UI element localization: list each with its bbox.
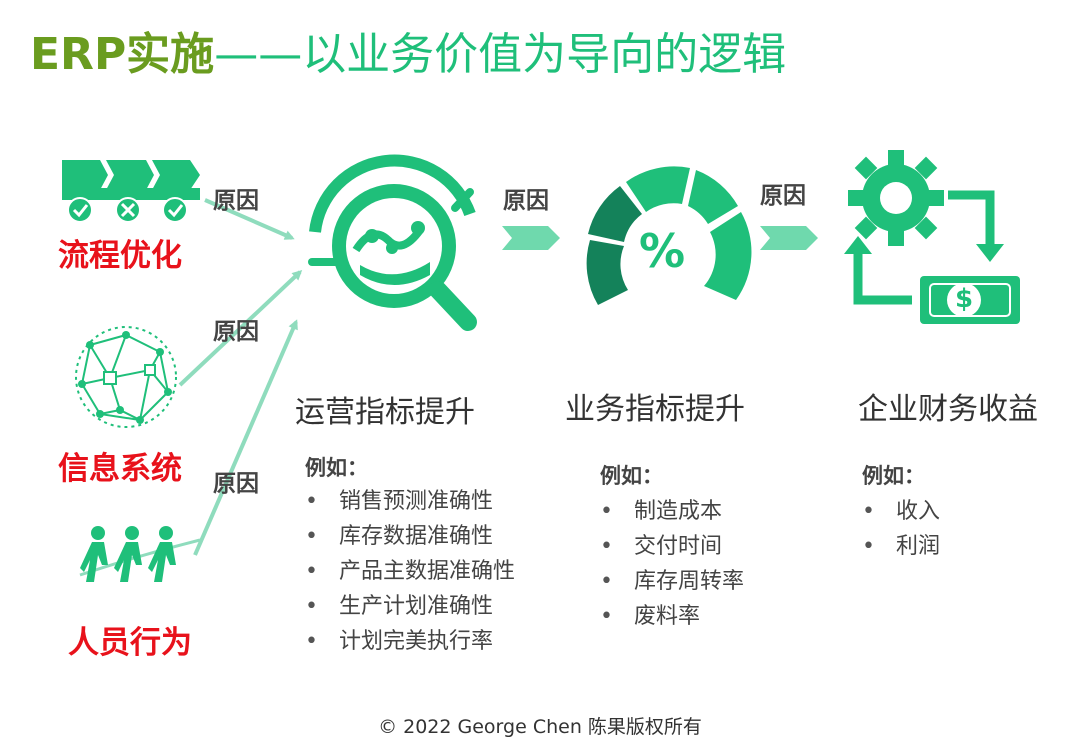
stage-arrow-1 [502, 226, 560, 250]
list-item: •交付时间 [600, 534, 723, 559]
stage-arrow-2 [760, 226, 818, 250]
list-item: •制造成本 [600, 499, 723, 524]
cause-label-process: 原因 [213, 188, 259, 214]
cause-label-ops-to-business: 原因 [503, 188, 549, 214]
source-label-system: 信息系统 [58, 451, 182, 487]
title-main: ERP实施 [30, 29, 215, 80]
stage-example-title-business: 例如： [600, 464, 663, 488]
truck-process-icon [62, 160, 200, 223]
list-item: •生产计划准确性 [305, 594, 494, 619]
list-item: •计划完美执行率 [305, 629, 494, 654]
arrow-people-to-ops [193, 319, 298, 556]
list-item: •销售预测准确性 [305, 489, 494, 514]
cause-label-system: 原因 [213, 319, 259, 345]
people-pulling-icon [79, 526, 201, 582]
gear-money-cycle-icon [844, 150, 1020, 324]
cause-label-business-to-finance: 原因 [760, 183, 806, 209]
page-title: ERP实施——以业务价值为导向的逻辑 [30, 18, 786, 82]
title-subtitle: ——以业务价值为导向的逻辑 [214, 29, 787, 80]
list-item: •利润 [862, 534, 941, 559]
gauge-percent-symbol: % [638, 224, 686, 278]
arrow-process-to-ops [204, 198, 295, 240]
arrow-system-to-ops [178, 269, 303, 387]
stage-list-operations: •销售预测准确性 •库存数据准确性 •产品主数据准确性 •生产计划准确性 •计划… [305, 484, 515, 659]
cause-label-people: 原因 [213, 471, 259, 497]
stage-list-finance: •收入 •利润 [862, 494, 940, 564]
stage-heading-operations: 运营指标提升 [295, 395, 475, 430]
stage-heading-finance: 企业财务收益 [858, 392, 1038, 427]
connector-arrows [178, 198, 303, 556]
copyright-footer: © 2022 George Chen 陈果版权所有 [378, 716, 702, 738]
source-label-process: 流程优化 [58, 238, 182, 274]
stage-example-title-operations: 例如： [305, 456, 368, 480]
source-label-people: 人员行为 [68, 625, 192, 661]
list-item: •库存周转率 [600, 569, 745, 594]
gauge-icon [586, 166, 752, 305]
stage-heading-business: 业务指标提升 [565, 392, 745, 427]
magnifier-icon [308, 154, 477, 331]
network-globe-icon [75, 326, 177, 428]
stage-example-title-finance: 例如： [862, 464, 925, 488]
list-item: •产品主数据准确性 [305, 559, 516, 584]
list-item: •收入 [862, 499, 941, 524]
list-item: •废料率 [600, 604, 701, 629]
stage-list-business: •制造成本 •交付时间 •库存周转率 •废料率 [600, 494, 744, 634]
dollar-symbol: $ [954, 284, 974, 314]
list-item: •库存数据准确性 [305, 524, 494, 549]
